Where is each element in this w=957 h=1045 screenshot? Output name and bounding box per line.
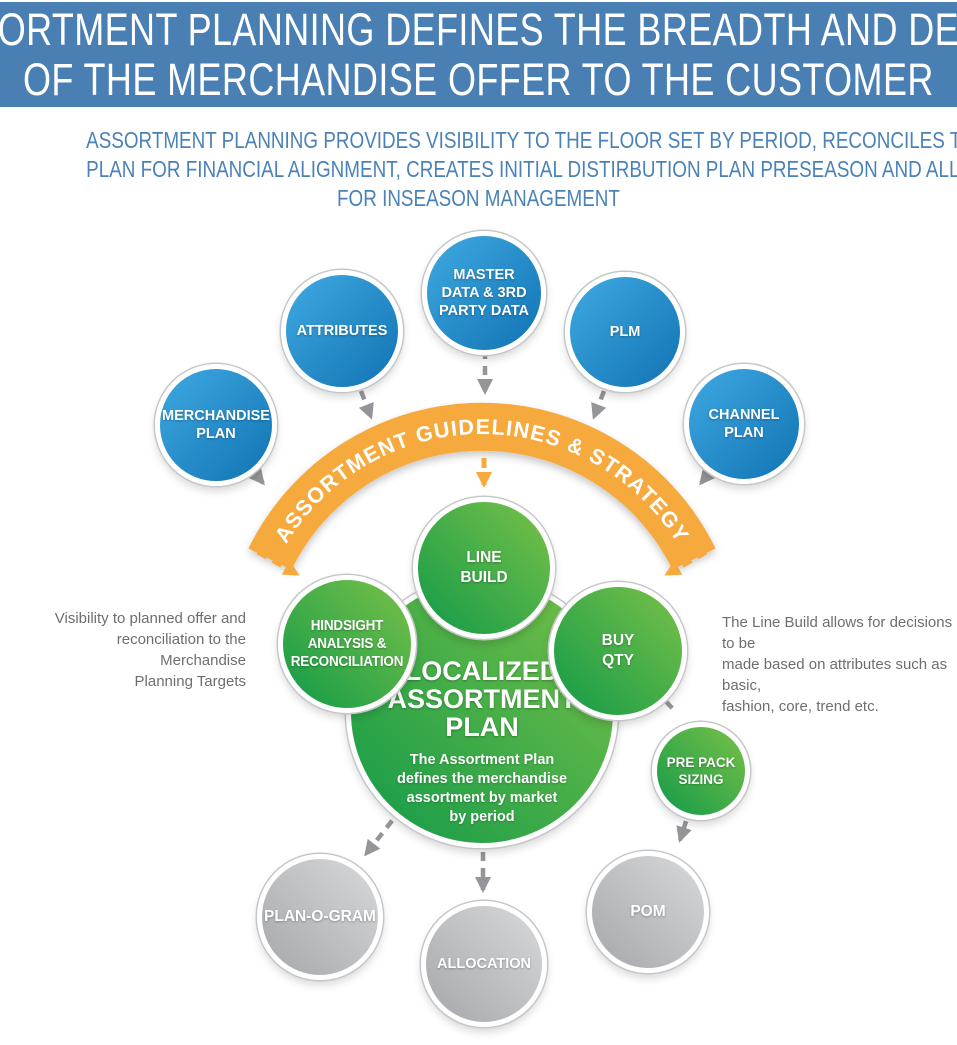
arrow-arc-to-buyqty: [664, 549, 708, 577]
node-master-data-label: MASTER DATA & 3RD PARTY DATA: [439, 267, 529, 319]
localized-plan-title: LOCALIZED ASSORTMENT PLAN: [387, 656, 577, 742]
subtitle-line-3: FOR INSEASON MANAGEMENT: [337, 185, 620, 211]
localized-plan-description: The Assortment Plan defines the merchand…: [394, 751, 570, 827]
node-merchandise-plan: MERCHANDISE PLAN: [155, 364, 277, 486]
subtitle-line-2: PLAN FOR FINANCIAL ALIGNMENT, CREATES IN…: [86, 156, 957, 182]
node-plm: PLM: [565, 272, 685, 392]
node-allocation: ALLOCATION: [421, 901, 547, 1027]
note-visibility-line: reconciliation to the Merchandise: [116, 631, 246, 669]
node-channel-plan: CHANNEL PLAN: [684, 364, 804, 484]
node-plm-label: PLM: [609, 324, 641, 340]
note-line-build-line: fashion, core, trend etc.: [722, 698, 879, 715]
node-pre-pack-sizing-label: PRE PACK SIZING: [666, 755, 736, 787]
arrow-plan-to-planogram: [364, 806, 404, 857]
guidelines-arc-band: [248, 402, 716, 570]
node-line-build: LINE BUILD: [413, 497, 555, 639]
localized-plan-description-line: defines the merchandise: [396, 771, 568, 787]
subtitle-text: ASSORTMENT PLANNING PROVIDES VISIBILITY …: [86, 126, 957, 213]
node-merchandise-plan-label: MERCHANDISE PLAN: [162, 408, 270, 442]
node-pom: POM: [587, 851, 709, 973]
node-pom-label: POM: [630, 903, 666, 920]
node-channel-plan-label: CHANNEL PLAN: [708, 407, 780, 441]
node-line-build-label: LINE BUILD: [460, 549, 508, 586]
page-title-line-2: OF THE MERCHANDISE OFFER TO THE CUSTOMER: [23, 53, 934, 105]
note-visibility: Visibility to planned offer and reconcil…: [52, 608, 246, 692]
note-line-build-line: made based on attributes such as basic,: [722, 656, 948, 694]
note-line-build: The Line Build allows for decisions to b…: [722, 612, 957, 717]
localized-plan-description-line: by period: [449, 809, 515, 825]
node-master-data: MASTER DATA & 3RD PARTY DATA: [422, 231, 546, 355]
node-hindsight-analysis: HINDSIGHT ANALYSIS & RECONCILIATION: [278, 575, 416, 713]
subtitle-line-1: ASSORTMENT PLANNING PROVIDES VISIBILITY …: [86, 127, 957, 153]
node-plan-o-gram-label: PLAN-O-GRAM: [264, 908, 376, 925]
flow-arrows-orange: [256, 441, 708, 577]
node-allocation-label: ALLOCATION: [437, 956, 531, 972]
node-hindsight-analysis-label: HINDSIGHT ANALYSIS & RECONCILIATION: [290, 618, 404, 670]
node-attributes-label: ATTRIBUTES: [296, 323, 388, 339]
title-banner: ASSORTMENT PLANNING DEFINES THE BREADTH …: [0, 2, 957, 107]
page-title-line-1: ASSORTMENT PLANNING DEFINES THE BREADTH …: [0, 3, 957, 55]
node-plan-o-gram: PLAN-O-GRAM: [257, 854, 383, 980]
page-title: ASSORTMENT PLANNING DEFINES THE BREADTH …: [0, 3, 957, 105]
arrow-plm-to-arc: [591, 390, 607, 420]
note-visibility-line: Planning Targets: [134, 673, 246, 690]
arrow-attributes-to-arc: [358, 390, 374, 420]
node-buy-qty-label: BUY QTY: [601, 632, 635, 669]
localized-plan-description-line: The Assortment Plan: [409, 752, 555, 768]
arrow-arc-to-hindsight: [256, 549, 300, 577]
node-attributes: ATTRIBUTES: [281, 270, 403, 392]
note-line-build-line: The Line Build allows for decisions to b…: [722, 614, 953, 652]
localized-plan-description-line: assortment by market: [406, 790, 558, 806]
subtitle-block: ASSORTMENT PLANNING PROVIDES VISIBILITY …: [0, 126, 957, 213]
node-pre-pack-sizing: PRE PACK SIZING: [652, 722, 750, 820]
node-buy-qty: BUY QTY: [549, 582, 687, 720]
note-visibility-line: Visibility to planned offer and: [54, 610, 246, 627]
